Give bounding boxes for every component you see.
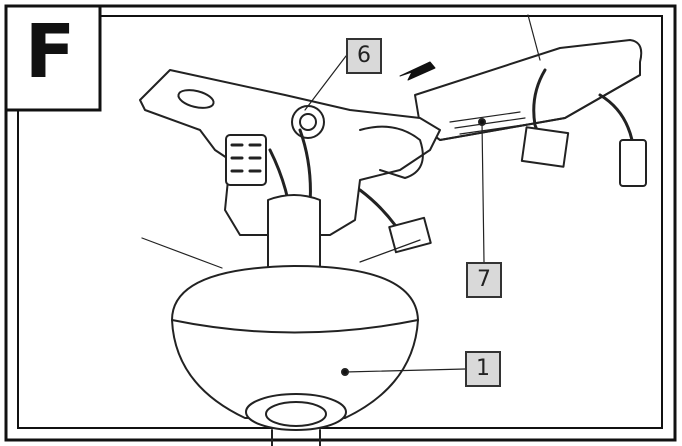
direction-arrow bbox=[399, 61, 436, 81]
reference-line-right bbox=[359, 239, 421, 263]
leader-1 bbox=[344, 368, 466, 373]
inner-panel-line bbox=[17, 15, 663, 429]
bracket-bolt-inner bbox=[299, 113, 317, 131]
ceiling-plate-wire bbox=[527, 14, 541, 61]
plate-connector-left bbox=[520, 126, 570, 168]
leader-7 bbox=[481, 121, 485, 263]
callout-1: 1 bbox=[465, 351, 501, 387]
plate-wire-right bbox=[598, 93, 634, 142]
bracket-slot bbox=[177, 89, 215, 109]
leader-7-dot bbox=[478, 118, 486, 126]
ceiling-plate-vent bbox=[449, 111, 531, 135]
plate-connector-right bbox=[619, 139, 647, 187]
side-connector bbox=[388, 216, 432, 254]
callout-7: 7 bbox=[466, 262, 502, 298]
canopy-stem bbox=[271, 429, 321, 446]
canopy-rim bbox=[171, 319, 419, 334]
fan-assembly-drawing bbox=[139, 14, 647, 446]
callout-6: 6 bbox=[346, 38, 382, 74]
mounting-bracket bbox=[139, 69, 441, 236]
terminal-screws bbox=[230, 143, 262, 173]
side-wire bbox=[358, 188, 397, 227]
plate-wire-left bbox=[532, 68, 547, 140]
leader-6 bbox=[304, 55, 347, 111]
step-letter-box bbox=[4, 4, 102, 112]
bracket-hook bbox=[359, 125, 424, 179]
canopy-opening-inner bbox=[265, 401, 327, 427]
diagram-border bbox=[4, 4, 677, 442]
step-letter: F bbox=[24, 9, 76, 95]
leader-1-dot bbox=[341, 368, 349, 376]
reference-line-left bbox=[141, 237, 223, 269]
terminal-block bbox=[225, 134, 267, 186]
